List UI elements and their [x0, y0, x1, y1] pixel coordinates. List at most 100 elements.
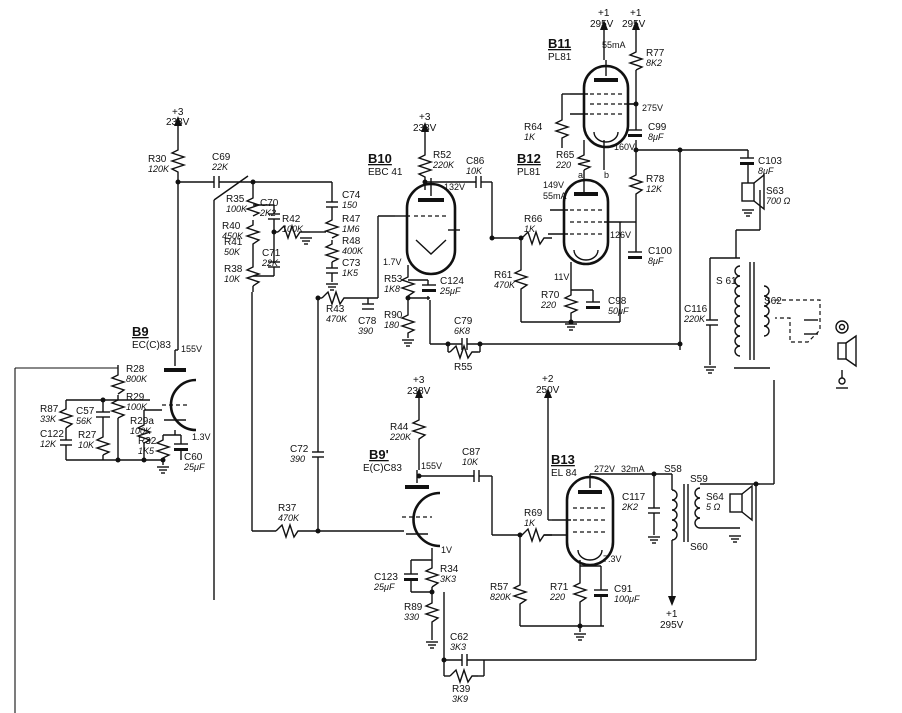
- tube-b9: [162, 350, 197, 432]
- component-value: 220: [555, 160, 571, 170]
- component-ref: R43: [326, 304, 345, 315]
- component-ref: R35: [226, 194, 245, 205]
- component-value: 3K3: [450, 642, 466, 652]
- component-ref: C60: [184, 452, 203, 463]
- component-ref: C73: [342, 258, 361, 269]
- component-value: 700 Ω: [766, 196, 791, 206]
- component-ref: C74: [342, 190, 361, 201]
- tube-b12-id: B12: [517, 151, 541, 166]
- component-ref: R69: [524, 508, 543, 519]
- s61-label: S 61: [716, 276, 737, 287]
- speaker-s63: [741, 173, 765, 211]
- component-value: 8K2: [646, 58, 662, 68]
- component-ref: R89: [404, 602, 423, 613]
- component-ref: C62: [450, 632, 469, 643]
- b9-anode-voltage: 155V: [181, 344, 202, 354]
- component-ref: C70: [260, 198, 279, 209]
- component-ref: C72: [290, 444, 309, 455]
- supply-node: +3: [419, 112, 431, 123]
- component-ref: C116: [684, 304, 708, 315]
- component-value: 3K3: [440, 574, 456, 584]
- component-value: 1K: [524, 518, 536, 528]
- component-value: 6K8: [454, 326, 470, 336]
- component-value: 25μF: [439, 286, 461, 296]
- component-value: 100K: [126, 402, 148, 412]
- component-value: 100μF: [614, 594, 640, 604]
- tube-b9p-type: E(C)C83: [363, 463, 402, 474]
- supply-voltage: 295V: [660, 620, 684, 631]
- component-value: 10K: [224, 274, 241, 284]
- component-ref: R29: [126, 392, 145, 403]
- component-ref: R55: [454, 362, 473, 373]
- component-ref: R77: [646, 48, 665, 59]
- component-ref: R71: [550, 582, 569, 593]
- component-ref: R57: [490, 582, 509, 593]
- pin-a-label: a: [578, 170, 583, 180]
- resistors: [57, 45, 645, 685]
- component-ref: R47: [342, 214, 361, 225]
- component-ref: R37: [278, 503, 297, 514]
- component-value: 390: [358, 326, 373, 336]
- component-value: 1K5: [342, 268, 359, 278]
- component-value: 100K: [226, 204, 248, 214]
- component-value: 1K: [524, 132, 536, 142]
- component-ref: S64: [706, 492, 724, 503]
- component-ref: C124: [440, 276, 464, 287]
- component-value: 22K: [261, 258, 279, 268]
- component-value: 1K: [524, 224, 536, 234]
- component-value: 220: [540, 300, 556, 310]
- component-value: 470K: [326, 314, 348, 324]
- component-ref: R64: [524, 122, 543, 133]
- s59-label: S59: [690, 474, 708, 485]
- component-ref: R90: [384, 310, 403, 321]
- supply-node: +3: [413, 375, 425, 386]
- component-ref: C79: [454, 316, 473, 327]
- component-value: 470K: [278, 513, 300, 523]
- component-value: 8μF: [648, 132, 664, 142]
- tube-b12: [548, 178, 622, 266]
- component-ref: C78: [358, 316, 377, 327]
- component-value: 220K: [389, 432, 412, 442]
- tube-b13-id: B13: [551, 452, 575, 467]
- component-value: 8μF: [648, 256, 664, 266]
- supply-voltage: 238V: [407, 386, 431, 397]
- component-value: 12K: [40, 439, 57, 449]
- component-ref: C91: [614, 584, 633, 595]
- component-ref: R32: [138, 436, 157, 447]
- component-value: 450K: [222, 231, 244, 241]
- component-value: 2K2: [259, 208, 276, 218]
- tube-b9-prime: [402, 470, 441, 548]
- component-value: 100K: [130, 426, 152, 436]
- b9p-anode-voltage: 155V: [421, 461, 442, 471]
- b13-current: 32mA: [621, 464, 645, 474]
- tube-b9p-id: B9': [369, 447, 389, 462]
- component-value: 1K8: [384, 284, 400, 294]
- component-value: 1K5: [138, 446, 155, 456]
- b9p-cathode-voltage: 1V: [441, 545, 452, 555]
- tube-b13-type: EL 84: [551, 468, 577, 479]
- b9-cathode-voltage: 1.3V: [192, 432, 211, 442]
- component-ref: C57: [76, 406, 95, 417]
- supply-node: +2: [542, 374, 554, 385]
- supply-labels: +3 238V +3 238V +3 238V +1 295V +1 295V …: [166, 8, 684, 631]
- tube-b9-type: EC(C)83: [132, 340, 171, 351]
- tube-b11-id: B11: [548, 36, 571, 51]
- s62-label: S62: [764, 296, 782, 307]
- voltage-annotations: 155V 1.3V 155V 1V 132V 1.7V 55mA 275V 16…: [181, 40, 782, 564]
- b12-current: 55mA: [543, 191, 567, 201]
- tube-b11-type: PL81: [548, 52, 572, 63]
- component-value: 390: [290, 454, 305, 464]
- component-value: 25μF: [183, 462, 205, 472]
- component-value: 220K: [683, 314, 706, 324]
- component-ref: R66: [524, 214, 543, 225]
- component-ref: C100: [648, 246, 672, 257]
- component-ref: R38: [224, 264, 243, 275]
- b11-screen-voltage: 275V: [642, 103, 663, 113]
- s60-label: S60: [690, 542, 708, 553]
- component-value: 25μF: [373, 582, 395, 592]
- component-ref: R65: [556, 150, 575, 161]
- component-ref: R53: [384, 274, 403, 285]
- component-ref: C69: [212, 152, 231, 163]
- component-value: 1M6: [342, 224, 360, 234]
